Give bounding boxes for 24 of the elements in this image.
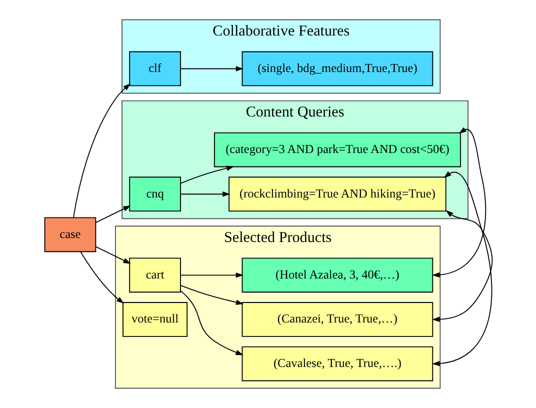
arrow: [180, 290, 243, 356]
node-box: (Hotel Azalea, 3, 40€,…): [241, 258, 433, 293]
node-box: (Cavalese, True, True,….): [241, 346, 433, 382]
arrow: [180, 66, 243, 72]
node-box: clf: [128, 51, 180, 86]
arrow: [180, 166, 234, 184]
arrow: [432, 127, 486, 278]
node-box: cart: [128, 258, 180, 293]
arrow: [95, 205, 130, 223]
arrow: [95, 246, 130, 264]
node-box: (category=3 AND park=True AND cost<50€): [213, 132, 460, 168]
node-box: (rockclimbing=True AND hiking=True): [228, 176, 446, 212]
arrow: [180, 191, 230, 197]
node-box: vote=null: [122, 302, 188, 337]
arrow: [432, 171, 492, 366]
arrow: [180, 284, 244, 305]
node-box: (Canazei, True, True,…): [241, 302, 433, 337]
node-box: case: [44, 217, 96, 252]
arrow: [80, 251, 124, 304]
arrow: [180, 272, 243, 278]
node-box: (single, bdg_medium,True,True): [241, 51, 433, 86]
arrow: [432, 210, 492, 322]
node-box: cnq: [128, 176, 180, 212]
arrow: [72, 83, 130, 218]
